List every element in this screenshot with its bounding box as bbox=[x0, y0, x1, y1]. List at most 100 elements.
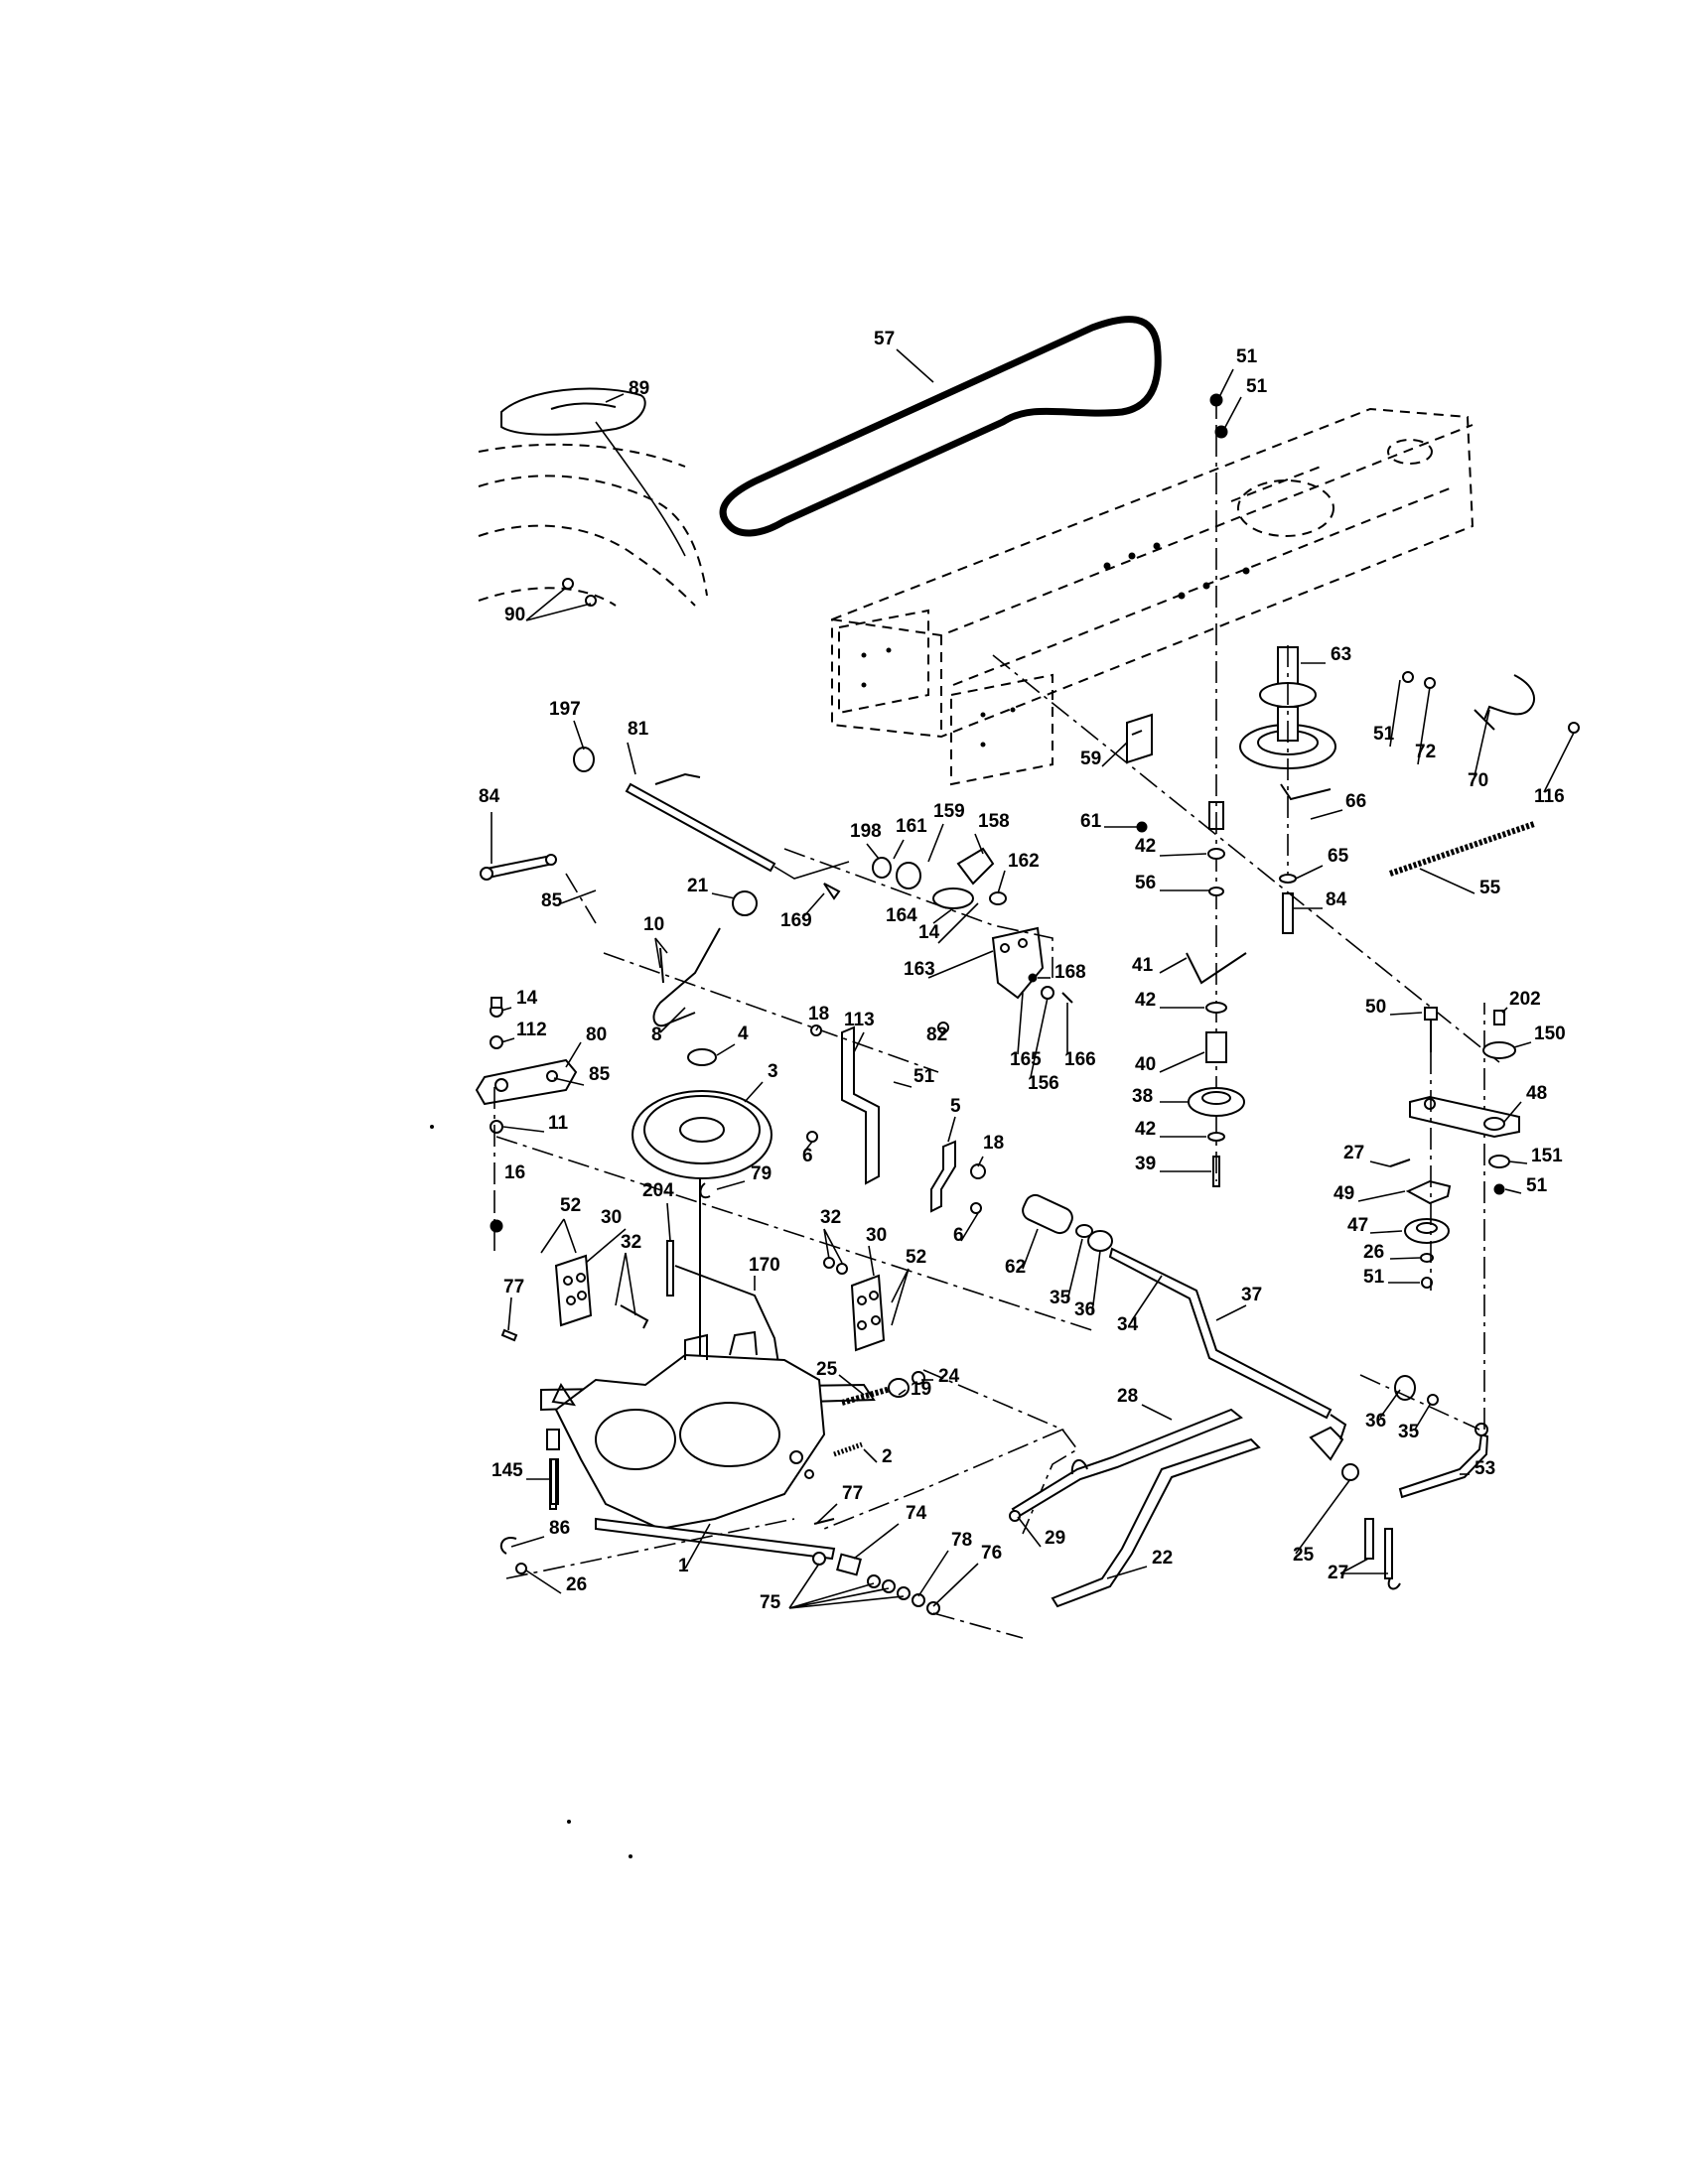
callout-16: 16 bbox=[504, 1162, 525, 1183]
callout-75: 75 bbox=[760, 1592, 781, 1613]
callout-51a: 51 bbox=[1236, 346, 1258, 367]
bracket-80 bbox=[475, 1058, 578, 1106]
print-speck bbox=[629, 1854, 632, 1858]
callout-51e: 51 bbox=[1526, 1175, 1548, 1196]
callout-42b: 42 bbox=[1135, 990, 1156, 1011]
callout-3: 3 bbox=[768, 1061, 778, 1082]
callout-166: 166 bbox=[1064, 1049, 1096, 1070]
callout-42a: 42 bbox=[1135, 836, 1156, 857]
callout-1: 1 bbox=[678, 1556, 689, 1576]
callout-63: 63 bbox=[1331, 644, 1351, 665]
callout-56: 56 bbox=[1135, 873, 1156, 893]
print-speck bbox=[567, 1820, 571, 1824]
mount-brackets bbox=[490, 1219, 886, 1352]
callout-74: 74 bbox=[906, 1503, 927, 1524]
callout-113: 113 bbox=[844, 1010, 875, 1030]
transaxle bbox=[500, 1328, 876, 1561]
callout-25b: 25 bbox=[1293, 1545, 1315, 1566]
assembly-line-g bbox=[505, 1518, 1024, 1639]
drive-belt bbox=[719, 316, 1162, 537]
callout-150: 150 bbox=[1534, 1024, 1566, 1044]
callout-27b: 27 bbox=[1328, 1563, 1348, 1583]
callout-32a: 32 bbox=[820, 1207, 841, 1228]
callout-202: 202 bbox=[1509, 989, 1541, 1010]
callout-80: 80 bbox=[586, 1024, 607, 1045]
callout-52b: 52 bbox=[906, 1247, 926, 1268]
callout-28: 28 bbox=[1117, 1386, 1138, 1407]
body-outline bbox=[478, 443, 708, 607]
spring-rod-70 bbox=[1474, 674, 1535, 731]
callout-51c: 51 bbox=[1373, 724, 1395, 745]
callout-61: 61 bbox=[1080, 811, 1102, 832]
seat-pan bbox=[500, 387, 686, 557]
callout-65: 65 bbox=[1328, 846, 1349, 867]
callout-162: 162 bbox=[1008, 851, 1040, 872]
callout-158: 158 bbox=[978, 811, 1010, 832]
callout-21: 21 bbox=[687, 876, 709, 896]
callout-156: 156 bbox=[1028, 1073, 1059, 1094]
springs-lower bbox=[813, 1371, 925, 1525]
callout-10: 10 bbox=[643, 914, 664, 935]
linkage-cluster bbox=[823, 847, 1073, 1033]
callout-204: 204 bbox=[642, 1180, 674, 1201]
callout-53: 53 bbox=[1474, 1458, 1495, 1479]
callout-24: 24 bbox=[938, 1366, 960, 1387]
callout-86: 86 bbox=[549, 1518, 570, 1539]
callout-41: 41 bbox=[1132, 955, 1154, 976]
callout-52a: 52 bbox=[560, 1195, 581, 1216]
knob-21 bbox=[732, 890, 758, 916]
callout-62: 62 bbox=[1005, 1257, 1026, 1278]
callout-57: 57 bbox=[874, 329, 895, 349]
callout-50: 50 bbox=[1365, 997, 1386, 1018]
callout-18b: 18 bbox=[983, 1133, 1004, 1154]
callout-38: 38 bbox=[1132, 1086, 1153, 1107]
bracket-113 bbox=[841, 1025, 880, 1185]
callout-18a: 18 bbox=[808, 1004, 829, 1024]
callout-169: 169 bbox=[780, 910, 812, 931]
callout-70: 70 bbox=[1468, 770, 1488, 791]
callout-112: 112 bbox=[516, 1020, 547, 1040]
tractor-frame bbox=[831, 407, 1474, 786]
callout-29: 29 bbox=[1045, 1528, 1065, 1549]
callout-35b: 35 bbox=[1398, 1422, 1420, 1442]
assembly-line-e bbox=[823, 1369, 1065, 1530]
callout-76: 76 bbox=[981, 1543, 1002, 1564]
callout-90: 90 bbox=[504, 605, 525, 625]
bolt-61 bbox=[1136, 821, 1148, 833]
callout-39: 39 bbox=[1135, 1154, 1156, 1174]
callout-116: 116 bbox=[1534, 786, 1565, 807]
callout-163: 163 bbox=[904, 959, 935, 980]
bolt-204 bbox=[666, 1240, 674, 1297]
callout-59: 59 bbox=[1080, 749, 1101, 769]
assembly-line-c bbox=[992, 654, 1500, 1063]
assembly-line-h bbox=[1359, 1003, 1485, 1431]
transaxle-pulley bbox=[632, 1048, 772, 1370]
callout-26b: 26 bbox=[566, 1574, 587, 1595]
callout-26a: 26 bbox=[1363, 1242, 1384, 1263]
callout-49: 49 bbox=[1333, 1183, 1354, 1204]
callout-14b: 14 bbox=[516, 988, 538, 1009]
callout-36a: 36 bbox=[1074, 1299, 1095, 1320]
callout-84a: 84 bbox=[479, 786, 500, 807]
callout-22: 22 bbox=[1152, 1548, 1173, 1569]
spindle-stack bbox=[1186, 393, 1297, 1187]
callout-48: 48 bbox=[1526, 1083, 1547, 1104]
callout-6b: 6 bbox=[953, 1225, 964, 1246]
callout-19: 19 bbox=[911, 1379, 931, 1400]
callout-51d: 51 bbox=[913, 1066, 935, 1087]
callout-81: 81 bbox=[628, 719, 649, 740]
callout-77a: 77 bbox=[503, 1277, 524, 1297]
callout-37: 37 bbox=[1241, 1285, 1262, 1305]
print-speck bbox=[430, 1125, 434, 1129]
callout-197: 197 bbox=[549, 699, 581, 720]
callout-36b: 36 bbox=[1365, 1411, 1386, 1432]
callout-32b: 32 bbox=[621, 1232, 641, 1253]
axle-spacers bbox=[812, 1552, 940, 1615]
callout-77b: 77 bbox=[842, 1483, 863, 1504]
callout-30a: 30 bbox=[601, 1207, 622, 1228]
callout-2: 2 bbox=[882, 1446, 893, 1467]
callout-84b: 84 bbox=[1326, 889, 1347, 910]
callout-198: 198 bbox=[850, 821, 882, 842]
linkage-rods bbox=[1009, 1193, 1489, 1608]
